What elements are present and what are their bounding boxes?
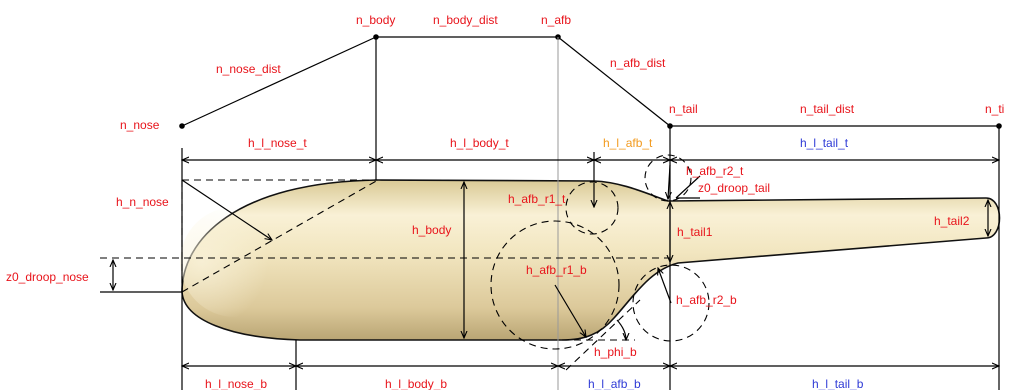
top-length-body-label: h_l_body_t xyxy=(450,136,509,150)
bottom-length-body-label: h_l_body_b xyxy=(385,377,447,390)
top-length-tail-label: h_l_tail_t xyxy=(800,136,849,150)
droop-nose-label: z0_droop_nose xyxy=(6,270,89,284)
node-tail-label: n_tail xyxy=(669,102,698,116)
height-body-label: h_body xyxy=(412,223,451,237)
angle-phi-b-label: h_phi_b xyxy=(594,345,637,359)
top-length-nose-label: h_l_nose_t xyxy=(248,136,307,150)
radius-afb-r1-b-label: h_afb_r1_b xyxy=(526,263,587,277)
radius-afb-r1-t-label: h_afb_r1_t xyxy=(508,192,566,206)
height-tail2-label: h_tail2 xyxy=(934,214,970,228)
node-nose-label: n_nose xyxy=(120,118,160,132)
bottom-length-afb-label: h_l_afb_b xyxy=(588,377,641,390)
radius-afb-r2-b-label: h_afb_r2_b xyxy=(676,293,737,307)
node-body-label: n_body xyxy=(356,13,395,27)
afb-dist-label: n_afb_dist xyxy=(610,56,666,70)
bottom-length-nose-label: h_l_nose_b xyxy=(205,377,267,390)
height-n-nose-label: h_n_nose xyxy=(116,195,169,209)
radius-afb-r2-t-label: h_afb_r2_t xyxy=(686,164,744,178)
nose-construction xyxy=(100,179,670,293)
afterbody-construction xyxy=(490,154,710,371)
droop-tail-label: z0_droop_tail xyxy=(698,181,770,195)
body-dist-label: n_body_dist xyxy=(433,13,498,27)
height-tail1-label: h_tail1 xyxy=(677,225,713,239)
top-length-afb-label: h_l_afb_t xyxy=(603,136,653,150)
height-dimensions xyxy=(464,182,988,338)
node-afb-label: n_afb xyxy=(541,13,571,27)
node-tip-label: n_ti xyxy=(985,102,1004,116)
tail-dist-label: n_tail_dist xyxy=(800,102,855,116)
nose-dist-label: n_nose_dist xyxy=(216,62,281,76)
node-nose-dot xyxy=(179,123,185,129)
node-graph xyxy=(179,34,1002,129)
bottom-length-tail-label: h_l_tail_b xyxy=(812,377,864,390)
fuselage-body xyxy=(181,179,1001,341)
